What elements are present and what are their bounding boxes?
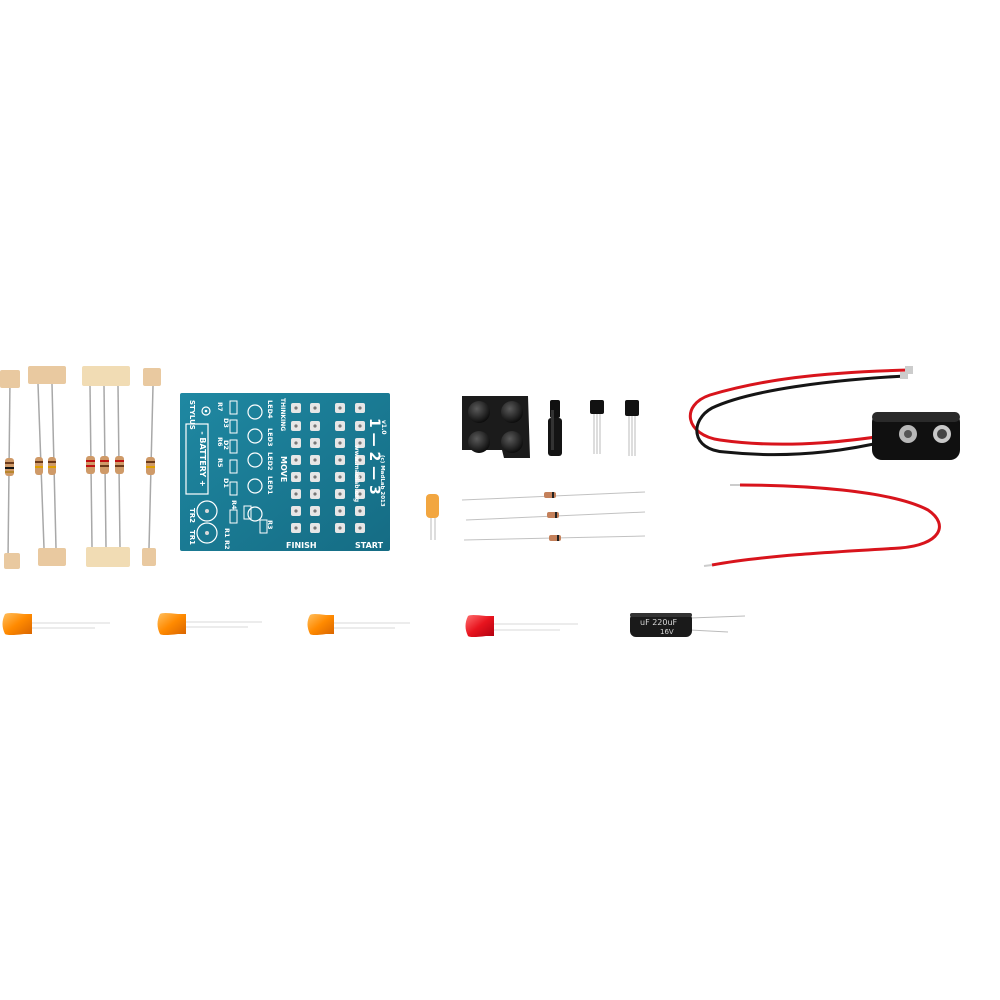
pcb-pad-hole — [313, 492, 317, 496]
pcb-finish-label: FINISH — [286, 541, 317, 550]
pcb-pad-hole — [313, 509, 317, 513]
pcb-pad-hole — [313, 424, 317, 428]
pcb-stylus-label: STYLUS — [188, 400, 196, 430]
led-orange-3 — [307, 614, 410, 635]
pcb-led1-label: LED1 — [266, 476, 274, 495]
rubber-feet — [462, 396, 530, 458]
electrolytic-capacitor: uF 220uF 16V — [630, 613, 746, 637]
pcb-led3-label: LED3 — [266, 428, 274, 447]
pcb-r3-label: R3 — [266, 520, 274, 530]
pcb-pad-hole — [294, 441, 298, 445]
pcb-pad-hole — [313, 475, 317, 479]
pcb-r7-label: R7 — [216, 402, 224, 412]
pcb-d1-label: D1 — [222, 478, 230, 488]
diode-1 — [461, 491, 646, 501]
pcb-pad-hole — [294, 458, 298, 462]
pcb-pad-hole — [338, 526, 342, 530]
stylus-pad — [201, 406, 211, 416]
pcb-pad-hole — [358, 424, 362, 428]
led-orange-1 — [2, 613, 110, 635]
led-orange-2 — [157, 613, 262, 635]
pcb-tr2-label: TR2 — [188, 508, 196, 523]
pcb-copyright: (c) MadLab 2013 — [379, 455, 385, 507]
pcb-r4-label: R4 — [230, 500, 238, 510]
pcb-digits: 1 — 2 — 3 — [366, 418, 382, 495]
capacitor-label-line2: 16V — [660, 628, 674, 636]
pcb-d3-label: D3 — [222, 418, 230, 428]
pcb-pad-hole — [294, 475, 298, 479]
pcb-pad-hole — [358, 406, 362, 410]
pcb-pad-hole — [338, 475, 342, 479]
pcb-pad-hole — [294, 526, 298, 530]
resistor-group-4 — [142, 368, 161, 566]
red-wire — [703, 483, 941, 567]
stylus-part — [548, 400, 562, 456]
pcb-pad-hole — [313, 441, 317, 445]
pcb-battery-label: - BATTERY + — [198, 431, 207, 486]
pcb-pad-hole — [338, 492, 342, 496]
led-red — [465, 615, 578, 637]
pcb-r2-label: R2 — [223, 540, 231, 550]
pcb-start-label: START — [355, 541, 384, 550]
pcb-pad-hole — [294, 492, 298, 496]
pcb-pad-hole — [358, 492, 362, 496]
pcb-pad-hole — [358, 526, 362, 530]
pcb-pad-hole — [338, 424, 342, 428]
pcb-pad-hole — [338, 441, 342, 445]
capacitor-label-line1: uF 220uF — [640, 618, 678, 627]
pcb-pad-hole — [338, 458, 342, 462]
pcb-pad-hole — [313, 458, 317, 462]
pcb-move-label: MOVE — [279, 456, 288, 482]
diode-3 — [463, 535, 646, 541]
circuit-board: - BATTERY + STYLUS TR2 TR1 R7 D3 R6 D2 R… — [180, 393, 390, 551]
pcb-d2-label: D2 — [222, 440, 230, 450]
pcb-led4-label: LED4 — [266, 400, 274, 419]
pcb-thinking-label: THINKING — [279, 398, 286, 431]
pcb-version: v1.0 — [380, 420, 387, 435]
diode-2 — [465, 511, 646, 521]
pcb-pad-hole — [294, 424, 298, 428]
pcb-pad-hole — [294, 406, 298, 410]
pcb-pad-hole — [358, 475, 362, 479]
pcb-r1-label: R1 — [223, 528, 231, 538]
transistor-2 — [625, 400, 639, 456]
pcb-led2-label: LED2 — [266, 452, 274, 471]
pcb-pad-hole — [294, 509, 298, 513]
pcb-tr1-label: TR1 — [188, 530, 196, 545]
resistor-group-3 — [82, 366, 130, 567]
pcb-pad-hole — [313, 406, 317, 410]
battery-clip — [688, 366, 960, 460]
pcb-pad-hole — [358, 458, 362, 462]
pcb-pad-hole — [358, 441, 362, 445]
pcb-pad-hole — [358, 509, 362, 513]
pcb-pad-hole — [338, 406, 342, 410]
pcb-site: www.madlab.org — [353, 445, 360, 502]
pcb-r5-label: R5 — [216, 458, 224, 468]
resistor-group-1 — [0, 370, 20, 569]
transistor-1 — [590, 400, 604, 454]
pad-grid — [291, 403, 365, 533]
resistor-group-2 — [28, 366, 66, 566]
pcb-r6-label: R6 — [216, 437, 224, 447]
pcb-pad-hole — [338, 509, 342, 513]
ceramic-capacitor — [426, 494, 439, 540]
pcb-pad-hole — [313, 526, 317, 530]
